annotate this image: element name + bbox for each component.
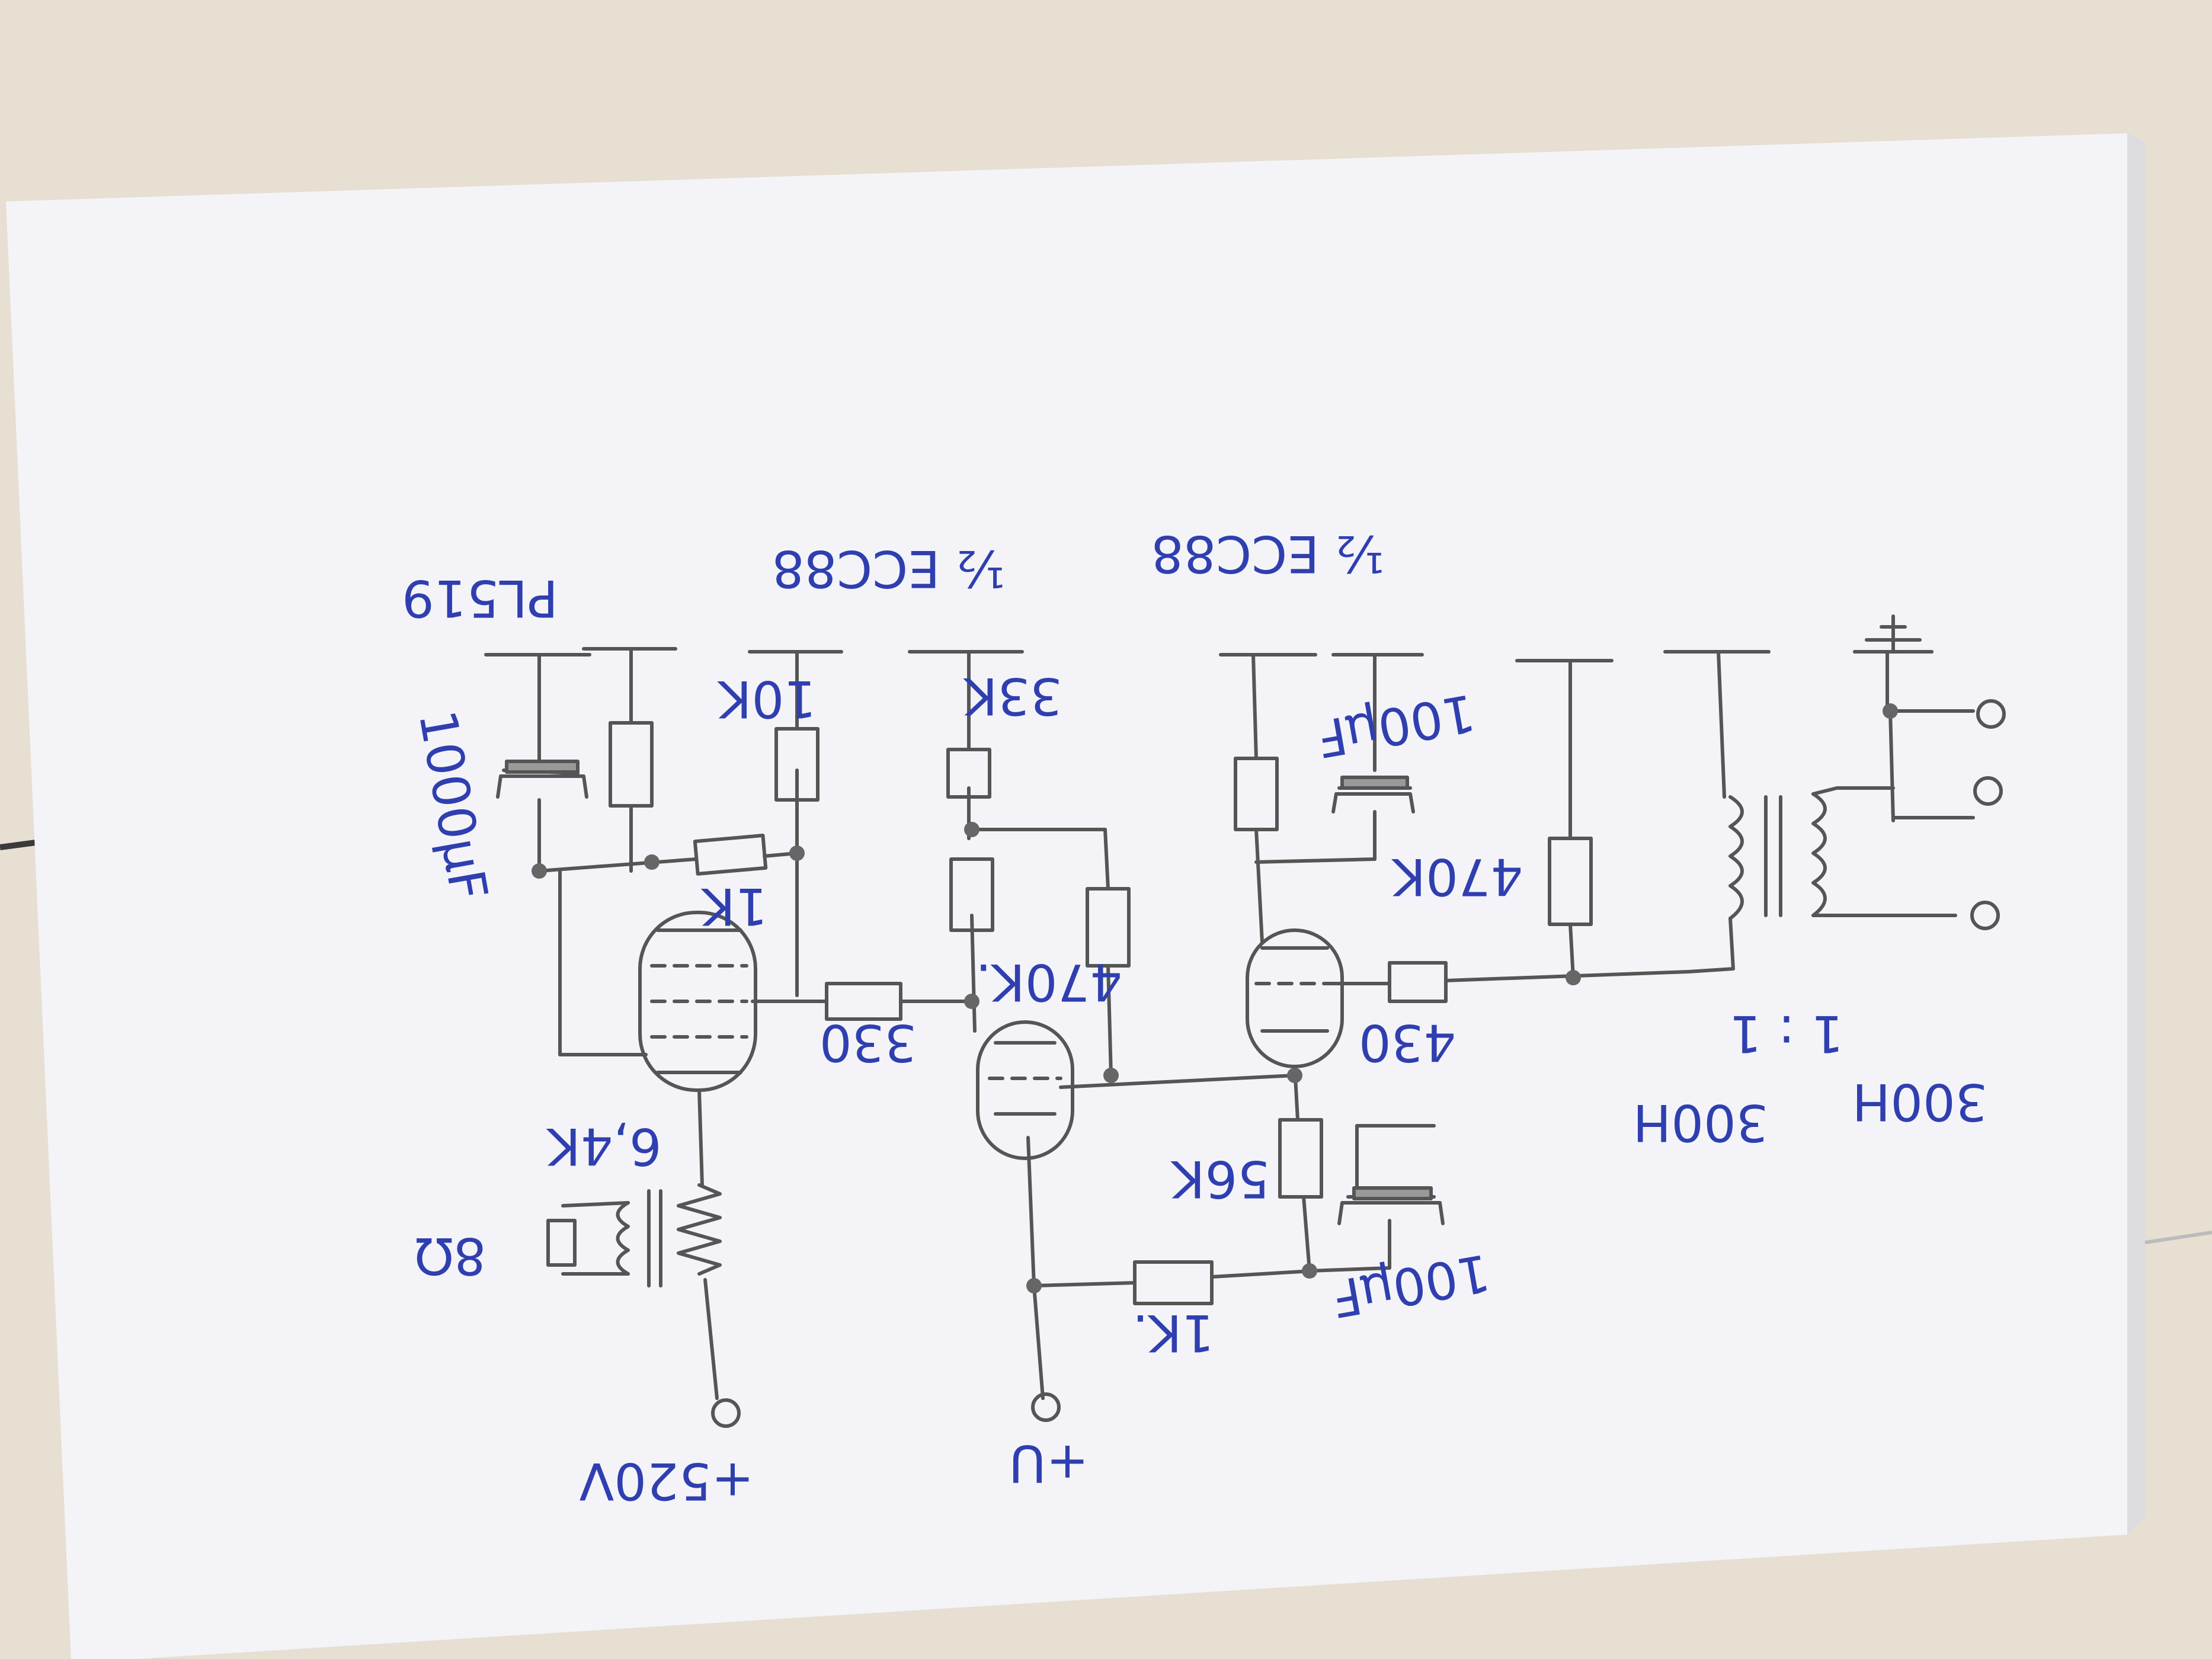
- resistor-1k-top: [693, 834, 768, 876]
- label-ratio: 1 : 1: [1729, 1004, 1843, 1063]
- resistor-470k-right: [1548, 837, 1593, 926]
- resistor-470k-grid: [1086, 887, 1131, 968]
- label-300h-a: 300H: [1852, 1072, 1988, 1131]
- label-56k: 56K: [1170, 1149, 1269, 1208]
- label-33k: 33K: [962, 666, 1062, 725]
- speaker-icon: [546, 1219, 577, 1267]
- capacitor-100uf-top: [1331, 776, 1415, 861]
- resistor-10k: [774, 727, 820, 802]
- capacitor-1000uf: [496, 760, 588, 799]
- tube-pl519-envelope: [638, 911, 757, 1092]
- resistors: [609, 721, 1593, 1305]
- wiring: [537, 647, 1975, 1400]
- capacitor-100uf-bottom: [1337, 1124, 1445, 1225]
- labels: PL519 ½ ECC88 ½ ECC88 1K 10K 1000μF 6,4K…: [402, 524, 1987, 1510]
- label-ecc88-b: ½ ECC88: [1151, 524, 1385, 583]
- label-supply-u: +U: [1009, 1433, 1089, 1493]
- input-terminal-1: [1976, 699, 2006, 729]
- terminal-520v: [711, 1398, 741, 1428]
- resistor-56k: [1278, 1118, 1323, 1199]
- label-430: 430: [1359, 1013, 1456, 1072]
- label-470k-mid: 470K.: [975, 952, 1122, 1011]
- resistor-33k: [946, 748, 991, 799]
- tile-seam: [2133, 1231, 2212, 1246]
- junctions: [532, 703, 1898, 1293]
- tube-ecc88-right-envelope: [1246, 928, 1344, 1068]
- label-supply-520: +520V: [579, 1451, 754, 1510]
- resistor-430: [1388, 961, 1448, 1003]
- terminals: [711, 699, 2006, 1428]
- label-6-4k: 6,4K: [546, 1116, 662, 1176]
- resistor-330: [825, 982, 902, 1021]
- label-ecc88-a: ½ ECC88: [772, 539, 1006, 598]
- resistor-1k-bottom: [1133, 1260, 1214, 1305]
- label-pl519: PL519: [402, 568, 558, 627]
- capacitors: [496, 760, 1445, 1225]
- label-speaker: 8Ω: [415, 1226, 486, 1285]
- label-1k-bottom: 1K.: [1132, 1303, 1214, 1362]
- ground-icon: [1853, 614, 1934, 654]
- paper-sheet: [6, 133, 2127, 1659]
- label-470k-right: 470K: [1391, 847, 1523, 906]
- label-330: 330: [820, 1013, 917, 1072]
- label-300h-b: 300H: [1633, 1093, 1769, 1152]
- resistor-pl519-screen: [609, 721, 654, 808]
- paper-edge: [2127, 133, 2145, 1535]
- output-transformer: [546, 1183, 722, 1288]
- label-10k: 10K: [716, 669, 816, 728]
- tube-ecc88-left-envelope: [976, 1020, 1074, 1160]
- input-terminal-2: [1973, 776, 2003, 806]
- tubes: [638, 911, 1344, 1160]
- terminal-u: [1031, 1392, 1061, 1422]
- resistor-ecc88-plate: [1234, 757, 1279, 831]
- input-transformer: [1728, 786, 1839, 920]
- label-1k-top: 1K: [700, 876, 768, 936]
- input-terminal-3: [1970, 901, 2000, 930]
- resistor-470k-mid: [949, 857, 994, 932]
